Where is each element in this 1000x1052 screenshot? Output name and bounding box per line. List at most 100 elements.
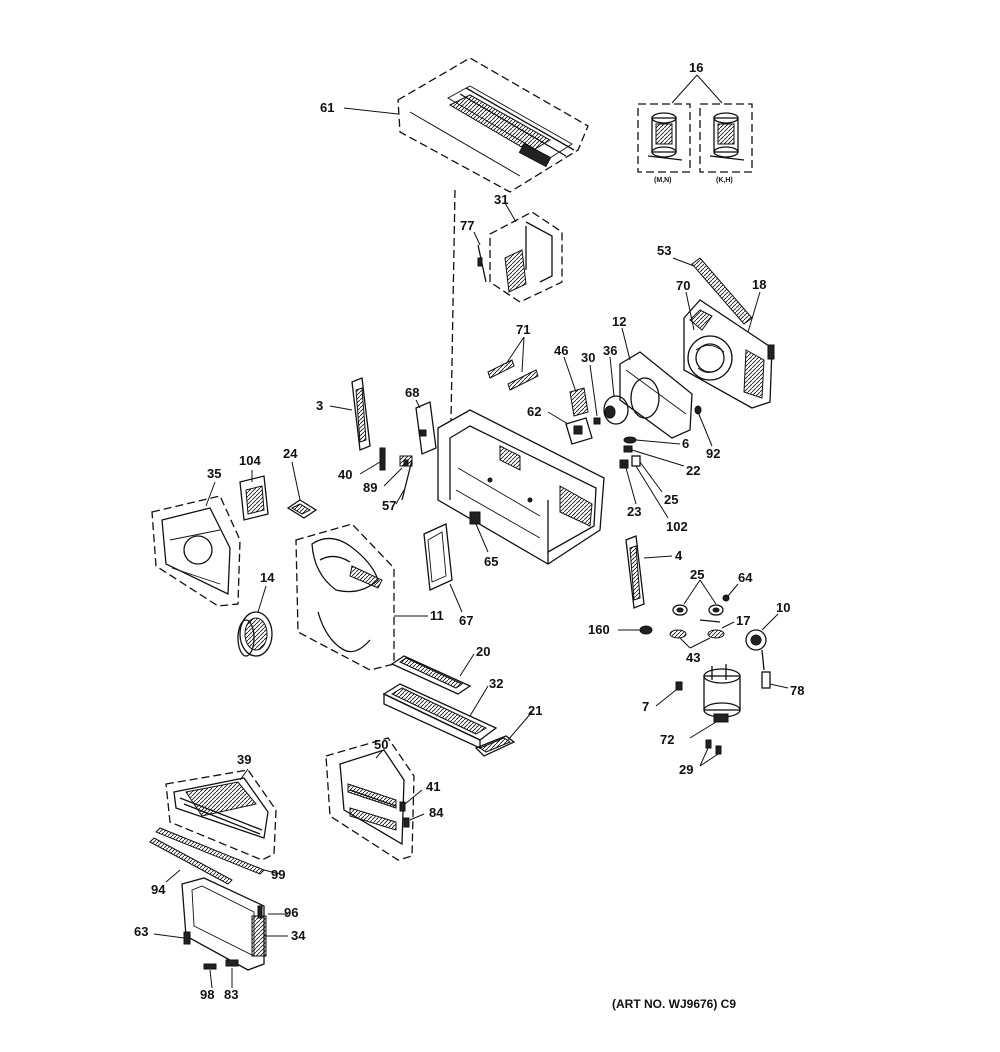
label-6: 6 (682, 436, 690, 451)
label-65: 65 (484, 554, 499, 569)
leader-61 (343, 107, 399, 115)
part-18-condenser (683, 299, 775, 409)
label-68: 68 (405, 385, 420, 400)
label-20: 20 (476, 644, 491, 659)
label-43: 43 (686, 650, 701, 665)
part-21 (474, 711, 533, 757)
label-36: 36 (603, 343, 618, 358)
part-41-84-screws (399, 789, 425, 828)
part-32-grille (382, 683, 498, 750)
part-104-plate (239, 470, 269, 521)
label-17: 17 (736, 613, 751, 628)
part-89-57 (383, 455, 413, 505)
label-84: 84 (429, 805, 444, 820)
label-50: 50 (374, 737, 389, 752)
part-30 (589, 364, 601, 425)
part-72-compressor (689, 664, 741, 739)
part-39-front-grille (165, 768, 277, 861)
label-10: 10 (776, 600, 791, 615)
part-4-rail (625, 535, 673, 609)
part-77-screw (473, 231, 487, 283)
part-36-motor (603, 356, 629, 425)
part-46 (563, 356, 589, 417)
part-35-housing (151, 495, 241, 607)
small-parts-right (619, 405, 713, 519)
label-57: 57 (382, 498, 397, 513)
label-67: 67 (459, 613, 474, 628)
label-71: 71 (516, 322, 531, 337)
label-40: 40 (338, 467, 353, 482)
label-92: 92 (706, 446, 721, 461)
label-25-top: 25 (664, 492, 679, 507)
part-3-rail (329, 377, 371, 451)
label-22: 22 (686, 463, 701, 478)
part-12-fan-shroud (619, 351, 693, 439)
part-50-frame (325, 737, 415, 861)
base-chassis (437, 409, 605, 565)
label-7: 7 (642, 699, 650, 714)
part-62-bracket (547, 411, 593, 445)
label-89: 89 (363, 480, 378, 495)
part-68-bracket (415, 399, 437, 455)
label-30: 30 (581, 350, 596, 365)
label-29: 29 (679, 762, 694, 777)
compressor-caption-right: (K,H) (716, 177, 733, 184)
leader-16 (671, 74, 723, 104)
label-61: 61 (320, 100, 335, 115)
label-4: 4 (675, 548, 683, 563)
compressor-caption-left: (M,N) (654, 177, 672, 184)
label-24: 24 (283, 446, 298, 461)
label-46: 46 (554, 343, 569, 358)
label-32: 32 (489, 676, 504, 691)
label-53: 53 (657, 243, 672, 258)
label-64: 64 (738, 570, 753, 585)
part-31-bracket (489, 211, 563, 303)
part-78 (761, 671, 789, 689)
label-3: 3 (316, 398, 324, 413)
part-34-front-frame (181, 877, 288, 971)
label-31: 31 (494, 192, 509, 207)
label-94: 94 (151, 882, 166, 897)
part-10-coil (745, 613, 779, 671)
part-14-blower-wheel (237, 585, 273, 657)
part-11-scroll (295, 523, 428, 671)
label-160: 160 (588, 622, 610, 637)
art-number: (ART NO. WJ9676) C9 (612, 997, 737, 1011)
part-7 (655, 681, 683, 707)
label-96: 96 (284, 905, 299, 920)
label-21: 21 (528, 703, 543, 718)
label-78: 78 (790, 683, 805, 698)
label-41: 41 (426, 779, 441, 794)
part-24-pad (286, 461, 318, 519)
label-98: 98 (200, 987, 215, 1002)
label-25-bottom: 25 (690, 567, 705, 582)
label-35: 35 (207, 466, 222, 481)
valve-parts (618, 579, 739, 649)
label-34: 34 (291, 928, 306, 943)
label-14: 14 (260, 570, 275, 585)
part-67-panel (423, 523, 463, 613)
part-29 (699, 739, 722, 767)
label-104: 104 (239, 453, 261, 468)
label-18: 18 (752, 277, 767, 292)
label-23: 23 (627, 504, 642, 519)
label-16: 16 (689, 60, 704, 75)
label-62: 62 (527, 404, 542, 419)
label-102: 102 (666, 519, 688, 534)
label-11: 11 (430, 608, 444, 623)
label-12: 12 (612, 314, 627, 329)
label-39: 39 (237, 752, 252, 767)
label-72: 72 (660, 732, 675, 747)
label-70: 70 (676, 278, 691, 293)
label-63: 63 (134, 924, 149, 939)
part-99-94-strips (149, 827, 281, 885)
part-20-tray (390, 653, 475, 695)
label-77: 77 (460, 218, 475, 233)
compressor-boxes (637, 103, 753, 173)
label-83: 83 (224, 987, 239, 1002)
part-40 (359, 447, 386, 475)
alignment-guide (450, 189, 456, 421)
part-63 (153, 931, 191, 945)
